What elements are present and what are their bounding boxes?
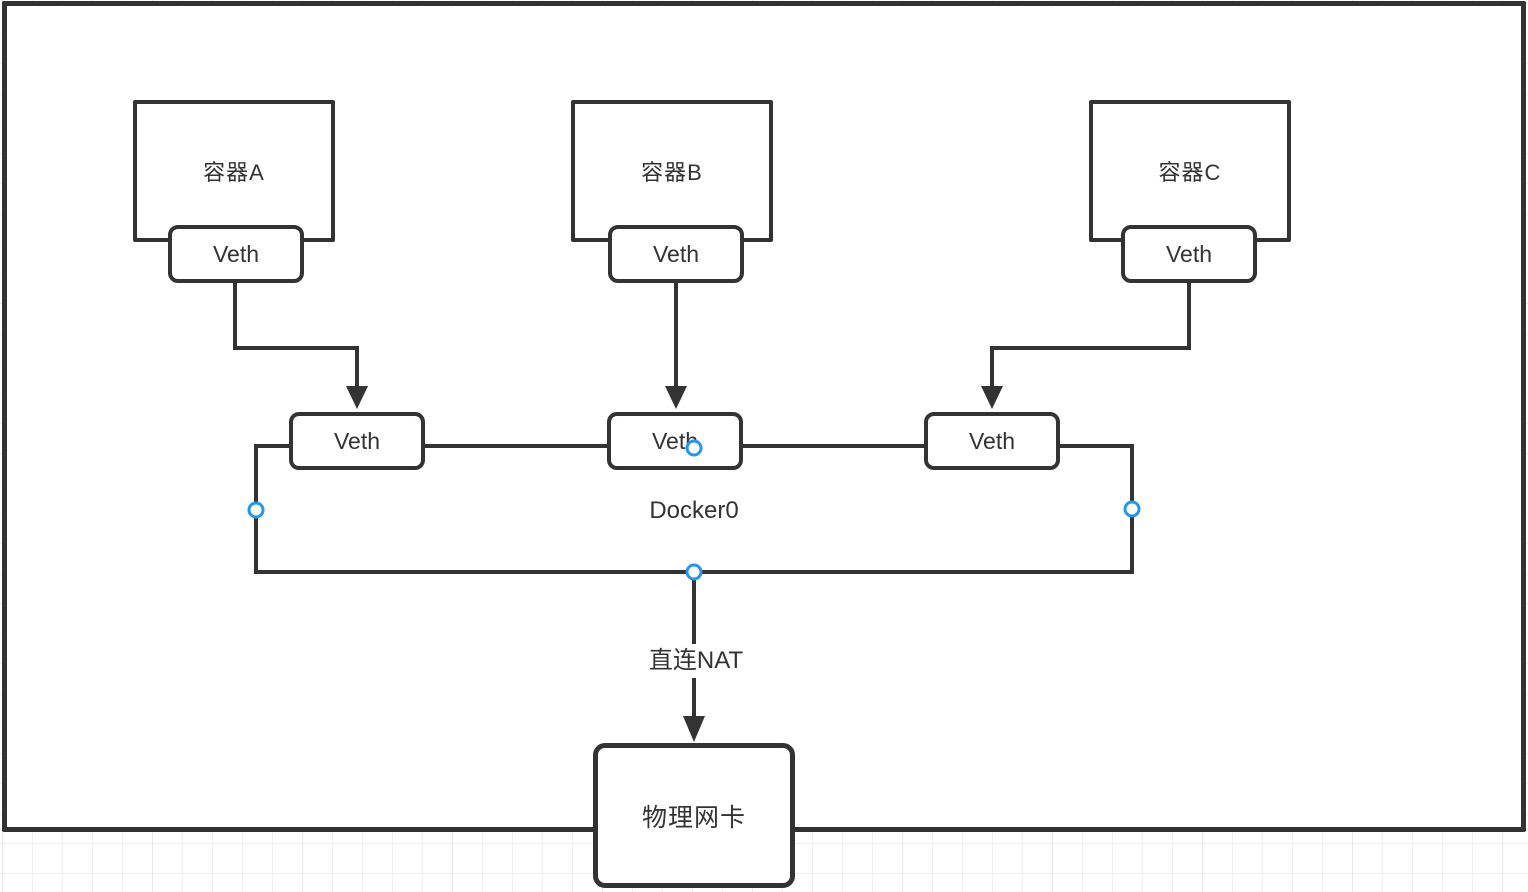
- veth-a-bridge-side-box[interactable]: Veth: [289, 412, 425, 470]
- connection-point-top-center[interactable]: [685, 439, 703, 457]
- connector-container-c-to-bridge[interactable]: [990, 280, 1191, 392]
- veth-b-bridge-side-box[interactable]: Veth: [607, 412, 743, 470]
- arrowhead-b: [665, 386, 687, 409]
- arrowhead-c: [981, 386, 1003, 409]
- container-b-label: 容器B: [641, 160, 703, 185]
- veth-label: Veth: [333, 427, 381, 454]
- veth-a-container-side-box[interactable]: Veth: [168, 225, 304, 283]
- connector-container-a-to-bridge[interactable]: [233, 280, 359, 392]
- veth-c-container-side-box[interactable]: Veth: [1121, 225, 1257, 283]
- veth-b-container-side-box[interactable]: Veth: [608, 225, 744, 283]
- container-c-label: 容器C: [1158, 160, 1222, 185]
- connection-point-bottom-center[interactable]: [685, 563, 703, 581]
- veth-label: Veth: [968, 427, 1016, 454]
- connection-point-right[interactable]: [1123, 500, 1141, 518]
- container-a-label: 容器A: [203, 160, 265, 185]
- physical-nic-label: 物理网卡: [641, 803, 746, 832]
- nat-label: 直连NAT: [616, 644, 776, 678]
- connection-point-left[interactable]: [247, 501, 265, 519]
- container-c-box[interactable]: 容器C: [1089, 100, 1291, 242]
- docker0-label: Docker0: [649, 497, 739, 524]
- veth-label: Veth: [652, 240, 700, 267]
- arrowhead-a: [346, 386, 368, 409]
- physical-nic-box[interactable]: 物理网卡: [593, 743, 795, 888]
- veth-label: Veth: [1165, 240, 1213, 267]
- veth-c-bridge-side-box[interactable]: Veth: [924, 412, 1060, 470]
- arrowhead-nat: [683, 716, 705, 742]
- veth-label: Veth: [212, 240, 260, 267]
